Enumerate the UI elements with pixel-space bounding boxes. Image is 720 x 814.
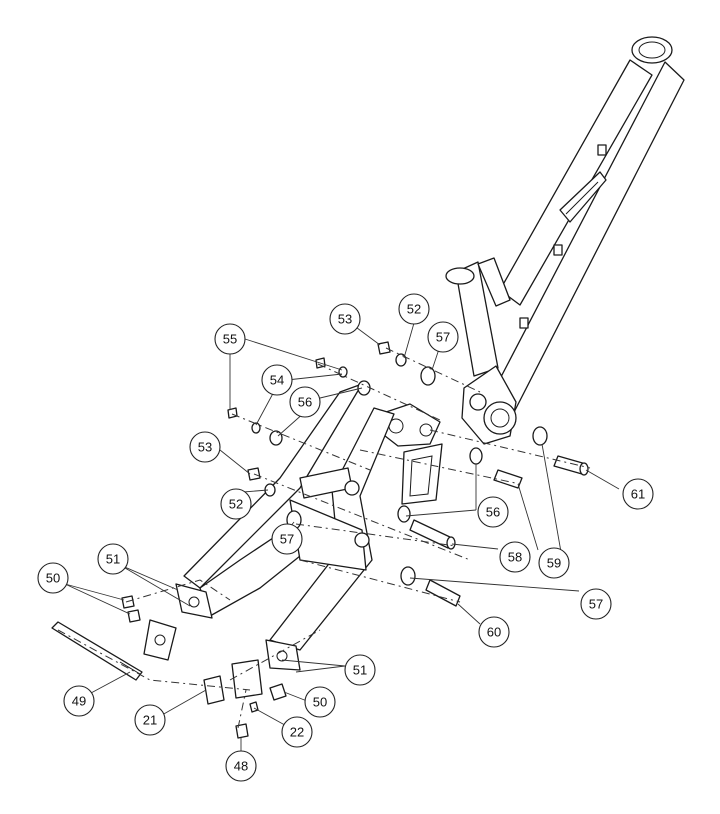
callout-label: 50 — [313, 695, 327, 710]
callout-label: 55 — [223, 332, 237, 347]
callout-51-left: 51 — [97, 543, 129, 575]
callout-50-left: 50 — [37, 562, 69, 594]
callout-label: 53 — [198, 440, 212, 455]
callout-57-top: 57 — [427, 321, 459, 353]
callout-21: 21 — [134, 704, 166, 736]
callout-label: 58 — [508, 550, 522, 565]
callout-54: 54 — [261, 364, 293, 396]
front-frame — [445, 36, 685, 445]
callout-50-right: 50 — [304, 686, 336, 718]
callout-61: 61 — [622, 478, 654, 510]
callout-label: 60 — [487, 625, 501, 640]
callout-label: 53 — [338, 312, 352, 327]
callout-51-right: 51 — [344, 654, 376, 686]
callout-label: 57 — [280, 532, 294, 547]
callout-label: 52 — [407, 302, 421, 317]
callout-59: 59 — [538, 547, 570, 579]
callout-56-left: 56 — [289, 386, 321, 418]
callout-53-top: 53 — [329, 303, 361, 335]
assembly-lines — [57, 347, 591, 729]
callout-53-mid: 53 — [189, 431, 221, 463]
callout-52-top: 52 — [398, 293, 430, 325]
callout-label: 56 — [298, 395, 312, 410]
callout-57-mid: 57 — [271, 523, 303, 555]
callout-22: 22 — [281, 716, 313, 748]
callout-label: 59 — [547, 556, 561, 571]
callout-48: 48 — [225, 750, 257, 782]
callout-label: 49 — [72, 694, 86, 709]
callout-label: 52 — [229, 497, 243, 512]
callout-label: 61 — [631, 487, 645, 502]
callout-57-right: 57 — [580, 588, 612, 620]
callout-58: 58 — [499, 541, 531, 573]
callout-60: 60 — [478, 616, 510, 648]
callout-label: 57 — [589, 597, 603, 612]
callout-label: 57 — [436, 330, 450, 345]
callout-label: 21 — [143, 713, 157, 728]
callout-label: 51 — [106, 552, 120, 567]
callout-label: 50 — [46, 571, 60, 586]
callout-label: 54 — [270, 373, 284, 388]
callout-label: 48 — [234, 759, 248, 774]
callout-label: 22 — [290, 725, 304, 740]
callout-56-right: 56 — [477, 496, 509, 528]
callout-label: 56 — [486, 505, 500, 520]
callout-49: 49 — [63, 685, 95, 717]
callout-label: 51 — [353, 663, 367, 678]
callout-52-mid: 52 — [220, 488, 252, 520]
callout-55: 55 — [214, 323, 246, 355]
